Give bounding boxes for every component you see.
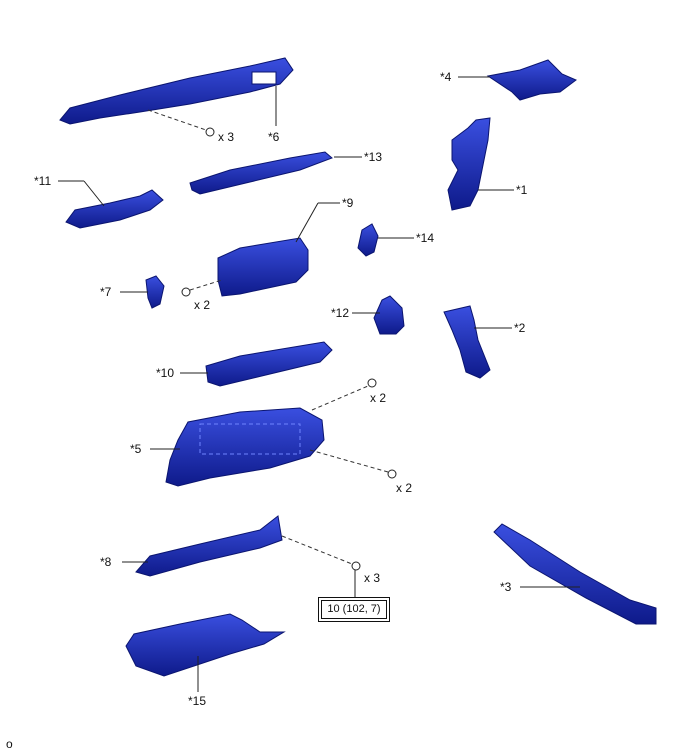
part-7-clip-bracket [145,275,165,309]
part-2-pillar-trim [443,305,491,379]
label-part-10: *10 [156,366,175,380]
label-part-4: *4 [440,70,452,84]
part-12-vent-cover [373,295,405,335]
part-10-duct-trim [205,341,333,387]
label-part-14: *14 [416,231,435,245]
leader-lines [58,76,580,692]
label-part-3: *3 [500,580,512,594]
label-part-15: *15 [188,694,207,708]
part-6-upper-panel [59,57,294,125]
fastener-lines [147,109,389,565]
label-qty-6: x 3 [218,130,235,144]
label-part-9: *9 [342,196,354,210]
part-11-lower-trim [65,189,164,229]
part-5-grille [199,423,301,455]
label-part-13: *13 [364,150,383,164]
part-8-lower-bar [135,515,283,577]
bolt-icon [367,378,377,388]
part-15-undercover [125,613,286,677]
label-part-6: *6 [268,130,280,144]
part-14-small-bracket [357,223,379,257]
part-3-scuff-plate [493,523,657,625]
bolt-icon [351,561,361,571]
label-qty-5b: x 2 [396,481,413,495]
bolt-icon [181,287,191,297]
label-part-12: *12 [331,306,350,320]
bolt-icon [205,127,215,137]
torque-spec-box: 10 (102, 7) [318,597,390,622]
label-qty-8: x 3 [364,571,381,585]
label-part-8: *8 [100,555,112,569]
part-5-instrument-frame [165,407,325,487]
part-13-trim-strip [189,151,333,195]
label-part-11: *11 [34,174,52,188]
label-part-5: *5 [130,442,142,456]
part-6-opening [251,71,277,85]
label-qty-7: x 2 [194,298,211,312]
bolt-icon [387,469,397,479]
part-1-side-panel [447,117,491,211]
label-qty-5a: x 2 [370,391,387,405]
illustration-code: o [6,737,13,751]
part-9-airbag-door [217,237,309,297]
label-part-2: *2 [514,321,526,335]
label-part-7: *7 [100,285,112,299]
label-part-1: *1 [516,183,528,197]
torque-value: 10 (102, 7) [321,600,387,619]
part-4-corner-trim [486,59,577,101]
